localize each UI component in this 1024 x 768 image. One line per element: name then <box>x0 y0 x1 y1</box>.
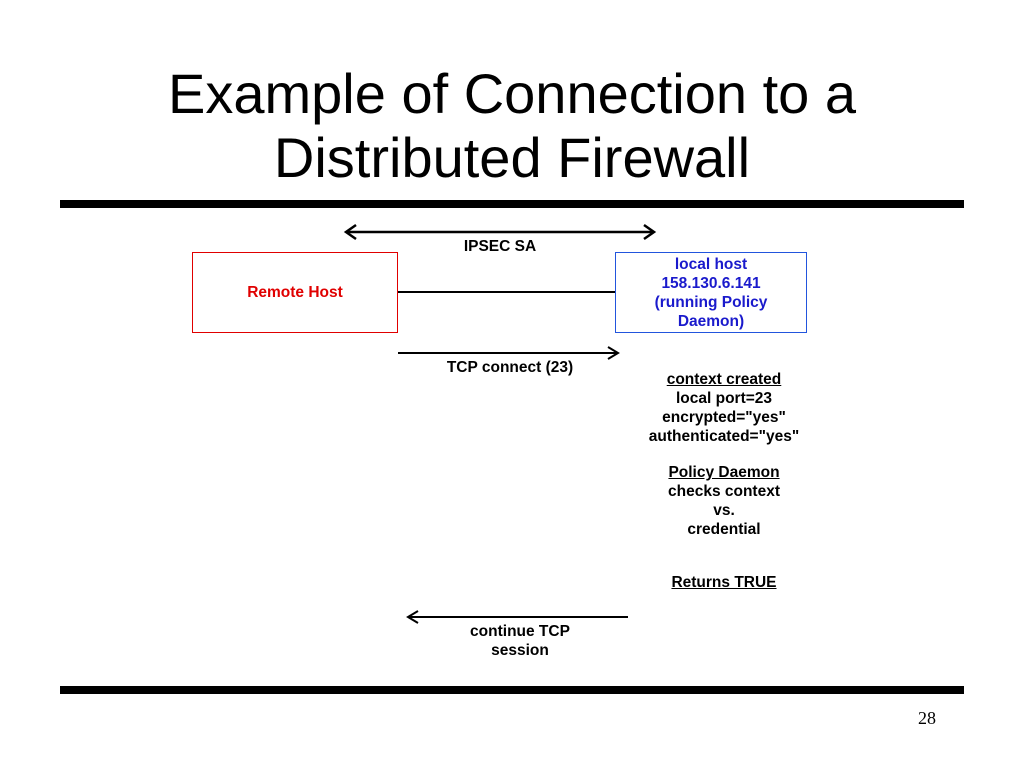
top-rule <box>60 200 964 208</box>
slide-title-line-2: Distributed Firewall <box>273 126 751 189</box>
policy-credential: credential <box>687 521 761 538</box>
returns-true-label: Returns TRUE <box>671 574 777 591</box>
local-host-line-4: Daemon) <box>677 312 745 330</box>
remote-host-label: Remote Host <box>247 283 343 301</box>
policy-daemon-heading: Policy Daemon <box>668 464 780 481</box>
continue-session-arrow <box>406 610 628 624</box>
continue-session-line-2: session <box>491 642 549 659</box>
continue-session-line-1: continue TCP <box>470 623 570 640</box>
remote-host-box: Remote Host <box>192 252 398 333</box>
slide-title-line-1: Example of Connection to a <box>168 62 856 125</box>
context-created-block: context created local port=23 encrypted=… <box>600 370 848 446</box>
bottom-rule <box>60 686 964 694</box>
local-host-line-3: (running Policy <box>654 293 768 311</box>
local-host-ip: 158.130.6.141 <box>661 274 761 292</box>
context-authenticated: authenticated="yes" <box>648 428 800 445</box>
policy-vs: vs. <box>713 502 735 519</box>
policy-daemon-block: Policy Daemon checks context vs. credent… <box>600 463 848 539</box>
context-created-heading: context created <box>666 371 782 388</box>
context-encrypted: encrypted="yes" <box>662 409 786 426</box>
ipsec-sa-label: IPSEC SA <box>463 238 537 255</box>
tcp-connect-label: TCP connect (23) <box>446 359 574 376</box>
policy-checks-context: checks context <box>668 483 780 500</box>
local-host-box: local host 158.130.6.141 (running Policy… <box>615 252 807 333</box>
returns-true-block: Returns TRUE <box>600 573 848 592</box>
context-local-port: local port=23 <box>675 390 773 407</box>
tcp-connect-arrow <box>398 346 620 360</box>
slide-title: Example of Connection to a Distributed F… <box>0 62 1024 190</box>
page-number: 28 <box>918 708 936 728</box>
local-host-line-1: local host <box>674 255 748 273</box>
ipsec-arrow <box>343 223 657 241</box>
continue-session-block: continue TCP session <box>410 622 630 660</box>
